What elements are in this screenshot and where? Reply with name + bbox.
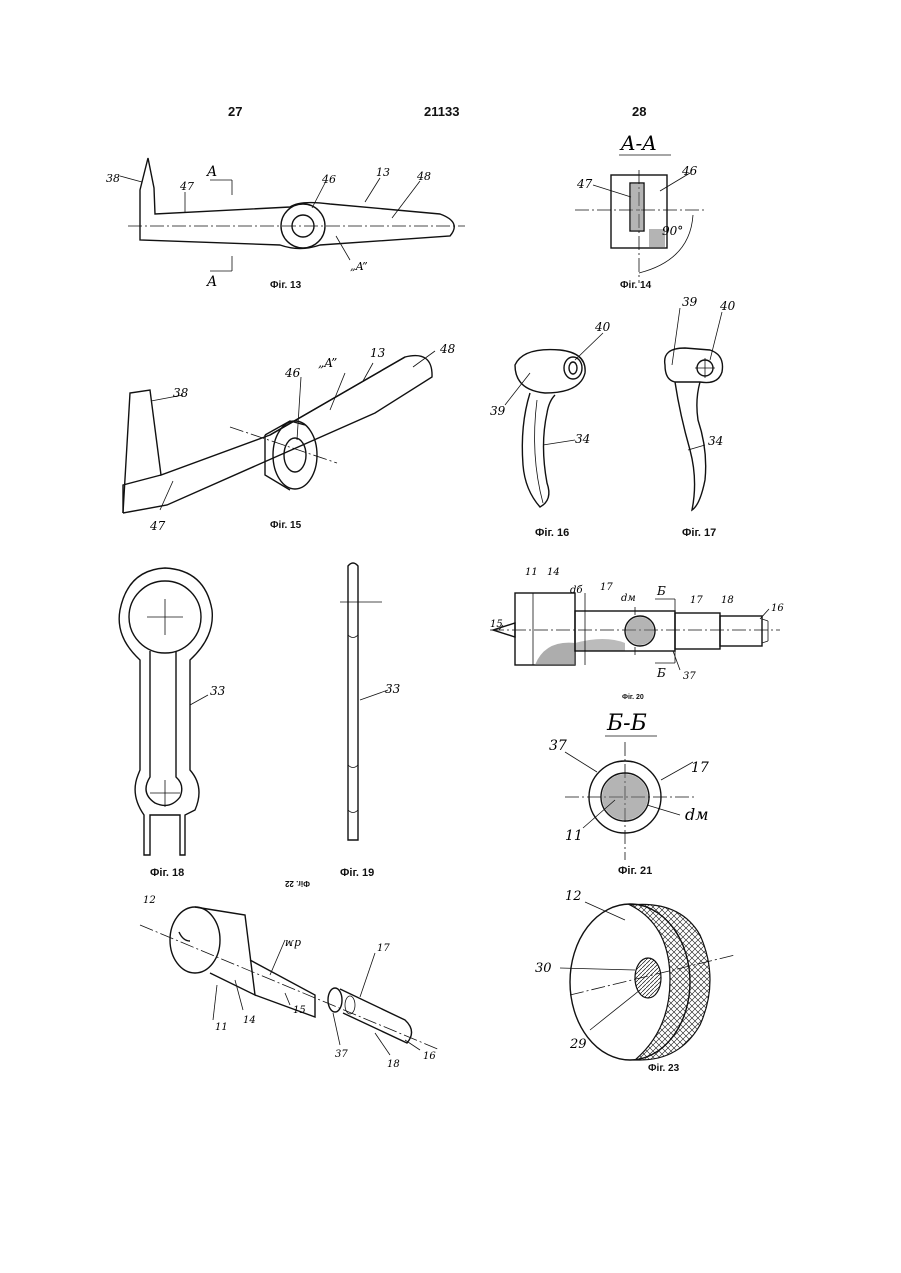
fig23-drawing: 12 30 29: [530, 880, 745, 1070]
fig13-label-48: 48: [416, 170, 431, 183]
fig19-caption: Фіг. 19: [340, 867, 374, 879]
fig13-caption: Фіг. 13: [270, 280, 301, 291]
fig22-label-37: 37: [335, 1049, 348, 1060]
fig21-title: Б-Б: [606, 711, 647, 736]
fig19-label-33: 33: [385, 682, 401, 696]
page-number-left: 27: [228, 104, 242, 119]
fig16-label-40: 40: [594, 320, 611, 334]
fig21-caption: Фіг. 21: [618, 865, 652, 877]
fig13-label-A-top: A: [205, 164, 217, 180]
fig20-label-dm: dм: [621, 593, 636, 604]
fig17-caption: Фіг. 17: [682, 527, 716, 539]
fig20-label-B-top: Б: [656, 584, 666, 598]
fig18-label-33: 33: [210, 684, 226, 698]
fig16-label-39: 39: [490, 404, 506, 418]
fig20-label-16: 16: [771, 603, 784, 614]
fig15-label-38: 38: [173, 386, 189, 400]
fig17-label-39: 39: [682, 295, 698, 309]
fig20-label-37: 37: [683, 671, 696, 682]
fig16-caption: Фіг. 16: [535, 527, 569, 539]
fig22-label-17: 17: [377, 943, 390, 954]
fig17-drawing: 39 40 34: [650, 290, 760, 525]
fig13-label-46: 46: [321, 173, 336, 186]
fig20-label-18: 18: [721, 595, 734, 606]
fig18-caption: Фіг. 18: [150, 867, 184, 879]
fig15-caption: Фіг. 15: [270, 520, 301, 531]
fig19-drawing: 33: [330, 560, 410, 850]
fig16-drawing: 40 39 34: [485, 315, 620, 525]
fig15-label-13: 13: [370, 346, 386, 360]
fig15-label-46: 46: [284, 366, 301, 380]
fig20-drawing: 11 14 dб 17 dм Б Б 17 18 15 16 37: [485, 555, 785, 690]
fig13-label-47: 47: [179, 180, 194, 193]
fig23-label-12: 12: [565, 889, 582, 904]
fig22-label-dm: dм: [285, 937, 301, 950]
fig22-label-14: 14: [243, 1015, 256, 1026]
fig13-label-A-bottom: A: [205, 274, 217, 290]
fig13-label-13: 13: [376, 166, 390, 179]
fig22-label-11: 11: [215, 1022, 228, 1033]
fig20-label-17a: 17: [600, 582, 613, 593]
fig13-label-38: 38: [106, 172, 120, 185]
fig23-label-29: 29: [569, 1037, 587, 1052]
page-number-right: 28: [632, 104, 646, 119]
fig15-drawing: 38 46 „A” 13 48 47: [115, 335, 465, 540]
fig21-label-dm: dм: [685, 805, 709, 824]
fig14-label-47: 47: [576, 177, 593, 191]
fig14-label-angle: 90°: [662, 224, 683, 238]
fig13-label-view-A: „A”: [350, 260, 368, 273]
fig15-label-A: „A”: [318, 356, 337, 370]
fig14-drawing: A-A 47 46 90°: [565, 125, 710, 285]
fig21-label-37: 37: [549, 738, 567, 754]
fig22-label-15: 15: [293, 1005, 306, 1016]
fig17-label-40: 40: [719, 299, 736, 313]
fig20-label-14: 14: [547, 567, 560, 578]
fig13-drawing: 38 47 46 13 48 A A „A”: [100, 150, 470, 290]
fig22-drawing: 12 dм 17 11 14 15 37 18 16: [135, 885, 445, 1080]
fig23-caption: Фіг. 23: [648, 1063, 679, 1074]
fig21-label-11: 11: [565, 828, 583, 844]
fig14-caption: Фіг. 14: [620, 280, 651, 291]
fig21-label-17: 17: [691, 760, 709, 776]
fig20-label-db: dб: [570, 585, 583, 596]
fig22-caption: Фіг. 22: [285, 879, 310, 888]
fig16-label-34: 34: [575, 432, 590, 446]
fig23-label-30: 30: [535, 961, 552, 976]
fig20-label-15: 15: [490, 619, 503, 630]
fig20-label-17b: 17: [690, 595, 703, 606]
fig15-label-47: 47: [149, 519, 166, 533]
fig17-label-34: 34: [708, 434, 723, 448]
fig14-title: A-A: [619, 131, 657, 155]
fig21-drawing: Б-Б 37 17 dм 11: [535, 700, 725, 865]
fig20-label-B-bottom: Б: [656, 666, 666, 680]
fig22-label-18: 18: [387, 1059, 400, 1070]
patent-number: 21133: [424, 104, 459, 119]
fig22-label-12: 12: [143, 895, 156, 906]
fig15-label-48: 48: [439, 342, 456, 356]
fig18-drawing: 33: [110, 565, 270, 860]
fig20-label-11: 11: [525, 567, 538, 578]
fig14-label-46: 46: [681, 164, 698, 178]
fig22-label-16: 16: [423, 1051, 436, 1062]
